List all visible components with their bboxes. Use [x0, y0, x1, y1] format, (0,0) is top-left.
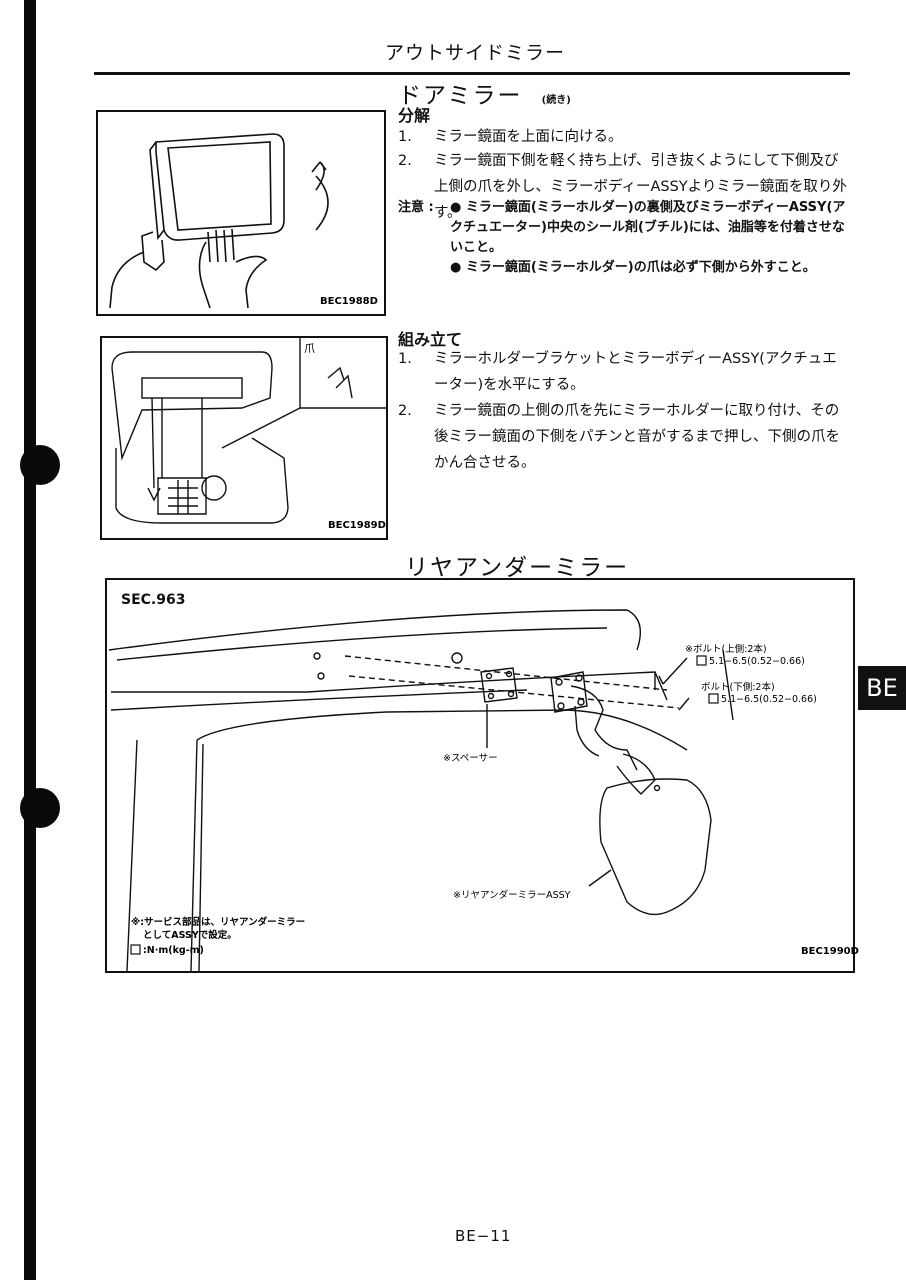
step-number: 1.: [398, 129, 412, 145]
mirror-assembly-illustration: 爪 BEC1989D: [111, 338, 386, 531]
torque-icon: [130, 944, 141, 955]
torque-icon: [708, 693, 719, 704]
step-number: 2.: [398, 403, 412, 419]
sec-number: SEC.963: [121, 592, 186, 608]
figure3-code: BEC1990D: [801, 946, 859, 957]
caution-label: 注意 :: [398, 200, 434, 215]
disassembly-heading: 分解: [398, 106, 431, 125]
section-tab: BE: [858, 666, 906, 710]
figure-mirror-assembly: 爪 BEC1989D: [100, 336, 388, 540]
door-mirror-title-suffix: (続き): [541, 95, 571, 106]
claw-label: 爪: [304, 342, 315, 355]
page-number: BE−11: [455, 1227, 512, 1245]
step-number: 2.: [398, 153, 412, 169]
figure-rear-under-mirror: SEC.963: [105, 578, 859, 973]
assembly-heading: 組み立て: [398, 330, 463, 349]
callout-assy: ※リヤアンダーミラーASSY: [453, 889, 571, 901]
door-mirror-title: ドアミラー: [398, 83, 523, 109]
assembly-step-1: 1. ミラーホルダーブラケットとミラーボディーASSY(アクチュエーター)を水平…: [398, 346, 850, 398]
rear-under-mirror-illustration: ※ボルト(上側:2本) 5.1−6.5(0.52−0.66) ボルト(下側:2本…: [108, 609, 859, 972]
step-text: ミラー鏡面下側を軽く持ち上げ、引き抜くようにして下側及び上側の爪を外し、ミラーボ…: [434, 153, 847, 221]
binder-hole: [20, 788, 60, 828]
page-header-title: アウトサイドミラー: [385, 42, 566, 64]
mirror-removal-illustration: BEC1988D: [109, 133, 378, 309]
unit-note: :N·m(kg-m): [143, 945, 204, 956]
step-number: 1.: [398, 351, 412, 367]
caution-block: 注意 : ● ミラー鏡面(ミラーホルダー)の裏側及びミラーボディーASSY(アク…: [398, 198, 850, 278]
torque-upper: 5.1−6.5(0.52−0.66): [709, 656, 805, 667]
callout-bolt-lower: ボルト(下側:2本): [701, 681, 775, 693]
step-text: ミラー鏡面を上面に向ける。: [434, 129, 623, 145]
service-note-line2: としてASSYで設定。: [143, 929, 237, 941]
caution-item: ● ミラー鏡面(ミラーホルダー)の裏側及びミラーボディーASSY(アクチュエータ…: [450, 200, 846, 255]
figure2-code: BEC1989D: [328, 520, 386, 531]
figure1-code: BEC1988D: [320, 296, 378, 307]
door-mirror-heading: ドアミラー (続き): [398, 76, 571, 110]
disassembly-step-2: 2. ミラー鏡面下側を軽く持ち上げ、引き抜くようにして下側及び上側の爪を外し、ミ…: [398, 148, 850, 226]
binder-hole: [20, 445, 60, 485]
figure-mirror-removal: BEC1988D: [96, 110, 386, 316]
binder-strip: [24, 0, 36, 1280]
torque-lower: 5.1−6.5(0.52−0.66): [721, 694, 817, 705]
header-rule: [94, 72, 850, 75]
service-note-line1: ※:サービス部品は、リヤアンダーミラー: [131, 916, 305, 928]
assembly-step-2: 2. ミラー鏡面の上側の爪を先にミラーホルダーに取り付け、その後ミラー鏡面の下側…: [398, 398, 850, 476]
rear-under-mirror-title: リヤアンダーミラー: [405, 555, 630, 581]
step-text: ミラーホルダーブラケットとミラーボディーASSY(アクチュエーター)を水平にする…: [434, 351, 837, 393]
callout-spacer: ※スペーサー: [443, 753, 498, 764]
torque-icon: [696, 655, 707, 666]
step-text: ミラー鏡面の上側の爪を先にミラーホルダーに取り付け、その後ミラー鏡面の下側をパチ…: [434, 403, 840, 471]
caution-item: ● ミラー鏡面(ミラーホルダー)の爪は必ず下側から外すこと。: [450, 260, 816, 275]
callout-bolt-upper: ※ボルト(上側:2本): [685, 643, 767, 655]
disassembly-step-1: 1. ミラー鏡面を上面に向ける。: [398, 124, 850, 150]
